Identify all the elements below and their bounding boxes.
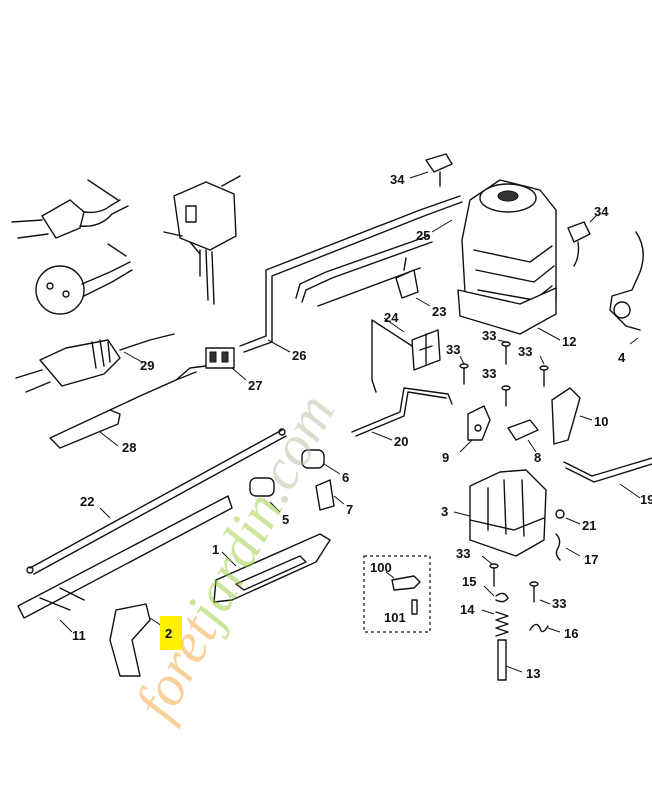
label-part-19: 19 (640, 492, 652, 507)
part-labels: 1 2 3 4 5 6 7 8 9 10 11 12 13 14 15 16 1… (72, 172, 652, 681)
label-part-33-d: 33 (482, 366, 496, 381)
pin-13 (497, 639, 523, 681)
label-part-34-top: 34 (390, 172, 405, 187)
part-4 (609, 231, 644, 345)
label-part-21: 21 (582, 518, 596, 533)
spring-17 (555, 533, 581, 561)
part-9 (459, 405, 491, 453)
screws-33-cluster (459, 339, 549, 407)
label-part-8: 8 (534, 450, 541, 465)
cord-28 (49, 365, 207, 449)
label-part-10: 10 (594, 414, 608, 429)
bushing-6 (301, 449, 341, 475)
label-part-16: 16 (564, 626, 578, 641)
label-part-24: 24 (384, 310, 399, 325)
label-part-11: 11 (72, 628, 86, 643)
label-part-14: 14 (460, 602, 475, 617)
label-part-29: 29 (140, 358, 154, 373)
label-part-23: 23 (432, 304, 446, 319)
euro-plug (11, 179, 129, 239)
bracket-7 (315, 479, 345, 511)
part-8 (507, 419, 539, 453)
label-part-100: 100 (370, 560, 392, 575)
label-part-26: 26 (292, 348, 306, 363)
spring-16 (529, 623, 561, 633)
label-part-28: 28 (122, 440, 136, 455)
label-part-7: 7 (346, 502, 353, 517)
rod-20 (351, 387, 453, 441)
label-part-20: 20 (394, 434, 408, 449)
label-part-33-a: 33 (446, 342, 460, 357)
motor-12 (457, 179, 561, 341)
switch-23 (395, 257, 431, 307)
label-part-25: 25 (416, 228, 430, 243)
label-part-27: 27 (248, 378, 262, 393)
inset-box (363, 555, 431, 633)
label-part-101: 101 (384, 610, 406, 625)
capacitor-24 (371, 317, 441, 393)
rod-19 (563, 457, 652, 499)
switch-34-right (567, 215, 597, 267)
washer-21 (555, 509, 581, 525)
label-part-34-right: 34 (594, 204, 609, 219)
label-part-3: 3 (441, 504, 448, 519)
bar-11 (17, 495, 233, 633)
label-part-17: 17 (584, 552, 598, 567)
label-part-22: 22 (80, 494, 94, 509)
lever-1 (213, 533, 331, 603)
guard-2 (109, 603, 163, 677)
label-part-9: 9 (442, 450, 449, 465)
label-part-2: 2 (165, 626, 172, 641)
rod-22 (26, 428, 287, 575)
label-part-13: 13 (526, 666, 540, 681)
switch-34-top (409, 153, 453, 187)
lead-25 (431, 219, 453, 233)
danish-plug (35, 243, 133, 315)
label-part-6: 6 (342, 470, 349, 485)
label-part-5: 5 (282, 512, 289, 527)
terminal-block-27 (205, 347, 247, 381)
sleeve-5 (249, 477, 281, 513)
label-part-15: 15 (462, 574, 476, 589)
screw-33-low (529, 581, 551, 605)
label-part-4: 4 (618, 350, 626, 365)
highlight-part-2 (160, 616, 182, 650)
uk-plug (163, 175, 241, 305)
label-part-1: 1 (212, 542, 219, 557)
spring-14 (481, 609, 509, 637)
trigger-10 (551, 387, 593, 445)
wiring-harness (239, 195, 463, 353)
label-part-33-b: 33 (482, 328, 496, 343)
housing-3 (453, 469, 547, 557)
label-part-33-e: 33 (456, 546, 470, 561)
clip-15 (483, 585, 509, 603)
schuko-plug (15, 333, 175, 393)
screw-33-mid (481, 555, 499, 587)
label-part-33-c: 33 (518, 344, 532, 359)
label-part-33-f: 33 (552, 596, 566, 611)
label-part-12: 12 (562, 334, 576, 349)
